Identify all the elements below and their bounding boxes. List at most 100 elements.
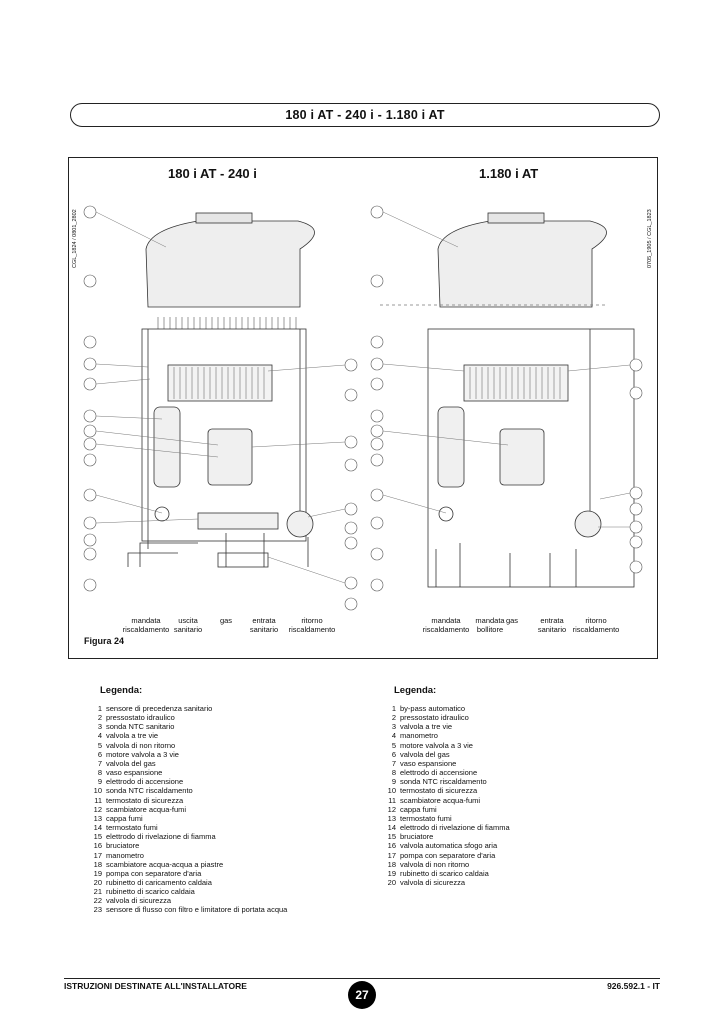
- legend-item-text: rubinetto di scarico caldaia: [106, 887, 195, 897]
- legend-item-number: 10: [387, 786, 396, 796]
- legend-item-text: valvola a tre vie: [400, 722, 453, 732]
- header-title: 180 i AT - 240 i - 1.180 i AT: [285, 108, 445, 122]
- legend-item-text: rubinetto di caricamento caldaia: [106, 877, 212, 887]
- legend-item-number: 14: [93, 823, 102, 833]
- legend-item-number: 5: [391, 740, 396, 750]
- legend-item: 18 valvola di non ritorno: [384, 860, 510, 869]
- legend-item-number: 3: [97, 722, 102, 732]
- legend-item-text: sonda NTC riscaldamento: [400, 777, 487, 787]
- legend-item-number: 18: [387, 859, 396, 869]
- legend-item-text: valvola di non ritorno: [106, 740, 176, 750]
- legend-item-text: cappa fumi: [400, 804, 437, 814]
- legend-item-text: sensore di flusso con filtro e limitator…: [106, 905, 288, 915]
- legend-item-text: termostato di sicurezza: [106, 795, 184, 805]
- legend-item: 17 manometro: [90, 851, 287, 860]
- legend-item: 1 by-pass automatico: [384, 704, 510, 713]
- legend-item-number: 11: [94, 795, 102, 805]
- legend-item-text: bruciatore: [106, 841, 140, 851]
- conn-right-mandata-riscaldamento: mandata riscaldamento: [422, 616, 470, 634]
- figure-label: Figura 24: [84, 636, 125, 646]
- legend-item-number: 7: [391, 758, 396, 768]
- legend-left-title: Legenda:: [100, 685, 143, 696]
- legend-item: 16 bruciatore: [90, 841, 287, 850]
- legend-item-text: sonda NTC riscaldamento: [106, 786, 193, 796]
- legend-item-number: 16: [387, 841, 396, 851]
- legend-item-number: 3: [391, 722, 396, 732]
- conn-right-entrata-sanitario: entrata sanitario: [537, 616, 567, 634]
- legend-item-number: 8: [391, 768, 396, 778]
- legend-right-title: Legenda:: [394, 685, 437, 696]
- left-boiler-drawing: [127, 212, 315, 568]
- legend-item-number: 6: [391, 749, 396, 759]
- legend-item: 10 termostato di sicurezza: [384, 786, 510, 795]
- legend-item: 14 termostato fumi: [90, 823, 287, 832]
- legend-item-number: 13: [93, 813, 102, 823]
- legend-item-text: valvola del gas: [106, 758, 156, 768]
- legend-item-number: 11: [388, 795, 396, 805]
- legend-item-text: sonda NTC sanitario: [106, 722, 175, 732]
- conn-left-mandata-riscaldamento: mandata riscaldamento: [122, 616, 170, 634]
- legend-item-text: scambiatore acqua-fumi: [106, 804, 187, 814]
- legend-item-text: elettrodo di rivelazione di fiamma: [106, 832, 216, 842]
- figure-frame: [68, 157, 658, 659]
- legend-item-number: 18: [93, 859, 102, 869]
- legend-item-number: 4: [97, 731, 102, 741]
- legend-item-number: 1: [391, 704, 396, 713]
- legend-item-text: vaso espansione: [106, 768, 163, 778]
- legend-item-text: termostato di sicurezza: [400, 786, 478, 796]
- legend-item-text: valvola di non ritorno: [400, 859, 470, 869]
- legend-item-number: 7: [97, 758, 102, 768]
- legend-item-text: bruciatore: [400, 832, 434, 842]
- legend-item-text: scambiatore acqua-acqua a piastre: [106, 859, 224, 869]
- legend-item-number: 9: [97, 777, 102, 787]
- legend-item: 13 termostato fumi: [384, 814, 510, 823]
- legend-item-text: valvola di sicurezza: [106, 896, 172, 906]
- conn-left-uscita-sanitario: uscita sanitario: [173, 616, 203, 634]
- legend-item-number: 20: [387, 877, 396, 887]
- footer-section-title: ISTRUZIONI DESTINATE ALL'INSTALLATORE: [64, 981, 247, 991]
- legend-item-text: pompa con separatore d'aria: [400, 850, 496, 860]
- boiler-schematic-diagram: [83, 205, 643, 611]
- legend-item-number: 10: [93, 786, 102, 796]
- legend-item-text: by-pass automatico: [400, 704, 466, 713]
- conn-left-gas: gas: [219, 616, 233, 625]
- legend-item-text: valvola del gas: [400, 749, 450, 759]
- legend-item-text: motore valvola a 3 vie: [400, 740, 473, 750]
- legend-item-text: scambiatore acqua-fumi: [400, 795, 481, 805]
- legend-item-number: 13: [387, 813, 396, 823]
- legend-item-text: manometro: [106, 850, 144, 860]
- legend-item-number: 21: [93, 887, 102, 897]
- legend-item-number: 17: [387, 850, 396, 860]
- conn-left-entrata-sanitario: entrata sanitario: [249, 616, 279, 634]
- legend-item-number: 17: [93, 850, 102, 860]
- legend-item: 5 valvola di non ritorno: [90, 741, 287, 750]
- legend-item-number: 16: [93, 841, 102, 851]
- conn-right-mandata-bollitore: mandata bollitore: [475, 616, 505, 634]
- legend-item-number: 12: [387, 804, 396, 814]
- legend-item-text: pressostato idraulico: [400, 713, 469, 723]
- legend-item-text: valvola di sicurezza: [400, 877, 466, 887]
- legend-item-text: elettrodo di accensione: [106, 777, 184, 787]
- page-number-badge: 27: [348, 981, 376, 1009]
- legend-item-text: elettrodo di rivelazione di fiamma: [400, 823, 510, 833]
- legend-item-number: 5: [97, 740, 102, 750]
- legend-item: 9 elettrodo di accensione: [90, 777, 287, 786]
- legend-item: 12 cappa fumi: [384, 805, 510, 814]
- legend-item-text: elettrodo di accensione: [400, 768, 478, 778]
- conn-left-ritorno-riscaldamento: ritorno riscaldamento: [288, 616, 336, 634]
- legend-item-text: termostato fumi: [106, 823, 158, 833]
- legend-item-text: termostato fumi: [400, 813, 452, 823]
